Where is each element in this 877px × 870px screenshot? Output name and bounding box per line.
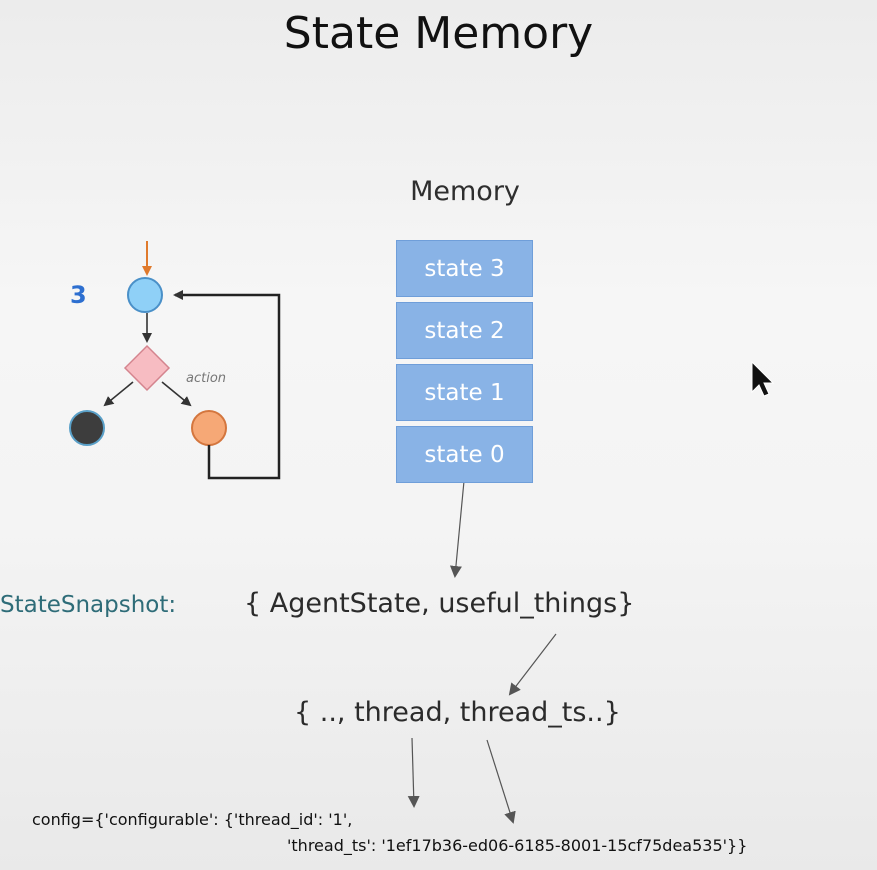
memory-stack: state 3 state 2 state 1 state 0 <box>396 240 533 488</box>
state-box: state 2 <box>396 302 533 359</box>
decision-to-end-arrow <box>103 381 134 407</box>
config-line-2: 'thread_ts': '1ef17b36-ed06-6185-8001-15… <box>287 836 748 855</box>
page-title: State Memory <box>283 8 594 59</box>
state-box: state 1 <box>396 364 533 421</box>
memory-to-snapshot-arrow <box>449 480 465 578</box>
config-line-1: config={'configurable': {'thread_id': '1… <box>32 810 353 829</box>
snapshot-to-thread-arrow <box>508 633 557 696</box>
snapshot-value: { AgentState, useful_things} <box>244 588 635 619</box>
action-node <box>191 410 227 446</box>
state-box: state 0 <box>396 426 533 483</box>
thread-ts-arrow <box>486 739 516 824</box>
loop-back-edge <box>173 290 281 480</box>
end-node <box>69 410 105 446</box>
snapshot-label: StateSnapshot: <box>0 592 177 618</box>
step-number: 3 <box>70 281 87 309</box>
start-node <box>127 277 163 313</box>
cursor-icon <box>751 360 775 397</box>
thread-value: { .., thread, thread_ts..} <box>294 697 621 728</box>
state-box: state 3 <box>396 240 533 297</box>
decision-node <box>123 344 171 392</box>
decision-to-action-arrow <box>161 381 192 407</box>
edge-label-action: action <box>186 371 227 386</box>
thread-id-arrow <box>407 737 420 808</box>
memory-label: Memory <box>410 176 520 207</box>
